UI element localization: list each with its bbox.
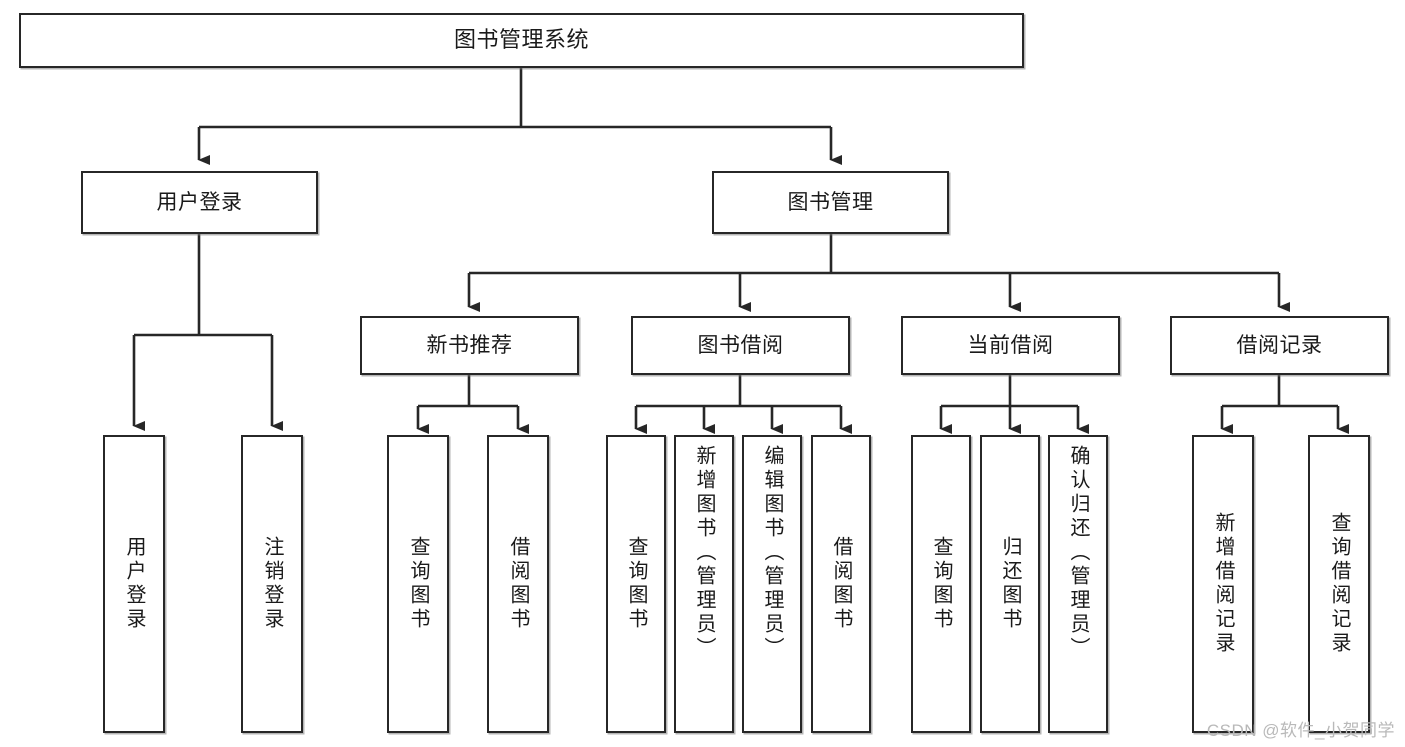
- node-leaf-current-query-book[interactable]: 查询图书: [911, 435, 971, 733]
- node-book-management-label: 图书管理: [787, 190, 874, 214]
- node-leaf-current-query-book-label: 查询图书: [930, 536, 952, 632]
- node-borrow-records[interactable]: 借阅记录: [1170, 316, 1389, 375]
- node-leaf-user-login[interactable]: 用户登录: [103, 435, 165, 733]
- node-leaf-user-login-label: 用户登录: [123, 536, 145, 632]
- node-user-login[interactable]: 用户登录: [81, 171, 318, 234]
- node-book-borrow[interactable]: 图书借阅: [631, 316, 850, 375]
- node-root-system[interactable]: 图书管理系统: [19, 13, 1024, 68]
- node-user-login-label: 用户登录: [156, 190, 243, 214]
- node-leaf-borrow-add-book[interactable]: 新增图书（管理员）: [674, 435, 734, 733]
- node-leaf-borrow-edit-book-label: 编辑图书（管理员）: [761, 445, 783, 661]
- node-leaf-borrow-query-book-label: 查询图书: [625, 536, 647, 632]
- node-root-system-label: 图书管理系统: [453, 27, 589, 53]
- node-leaf-current-return-book-label: 归还图书: [999, 536, 1021, 632]
- node-leaf-newbook-query-book[interactable]: 查询图书: [387, 435, 449, 733]
- node-borrow-records-label: 借阅记录: [1236, 333, 1323, 357]
- node-book-management[interactable]: 图书管理: [712, 171, 949, 234]
- node-book-borrow-label: 图书借阅: [697, 333, 784, 357]
- node-leaf-records-query-record-label: 查询借阅记录: [1328, 512, 1350, 656]
- node-leaf-newbook-borrow-book[interactable]: 借阅图书: [487, 435, 549, 733]
- node-leaf-newbook-query-book-label: 查询图书: [407, 536, 429, 632]
- node-leaf-newbook-borrow-book-label: 借阅图书: [507, 536, 529, 632]
- node-leaf-borrow-edit-book[interactable]: 编辑图书（管理员）: [742, 435, 802, 733]
- node-new-book-recommend-label: 新书推荐: [426, 333, 513, 357]
- node-leaf-logout-label: 注销登录: [261, 536, 283, 632]
- csdn-watermark: CSDN @软件_小贺同学: [1206, 721, 1395, 740]
- node-leaf-current-confirm-return[interactable]: 确认归还（管理员）: [1048, 435, 1108, 733]
- node-leaf-current-confirm-return-label: 确认归还（管理员）: [1067, 445, 1089, 661]
- node-current-borrow-label: 当前借阅: [967, 333, 1054, 357]
- node-leaf-records-add-record-label: 新增借阅记录: [1212, 512, 1234, 656]
- node-leaf-borrow-borrow-book-label: 借阅图书: [830, 536, 852, 632]
- node-current-borrow[interactable]: 当前借阅: [901, 316, 1120, 375]
- node-leaf-borrow-borrow-book[interactable]: 借阅图书: [811, 435, 871, 733]
- node-leaf-current-return-book[interactable]: 归还图书: [980, 435, 1040, 733]
- node-leaf-borrow-add-book-label: 新增图书（管理员）: [693, 445, 715, 661]
- node-leaf-borrow-query-book[interactable]: 查询图书: [606, 435, 666, 733]
- node-leaf-logout[interactable]: 注销登录: [241, 435, 303, 733]
- node-new-book-recommend[interactable]: 新书推荐: [360, 316, 579, 375]
- node-leaf-records-query-record[interactable]: 查询借阅记录: [1308, 435, 1370, 733]
- node-leaf-records-add-record[interactable]: 新增借阅记录: [1192, 435, 1254, 733]
